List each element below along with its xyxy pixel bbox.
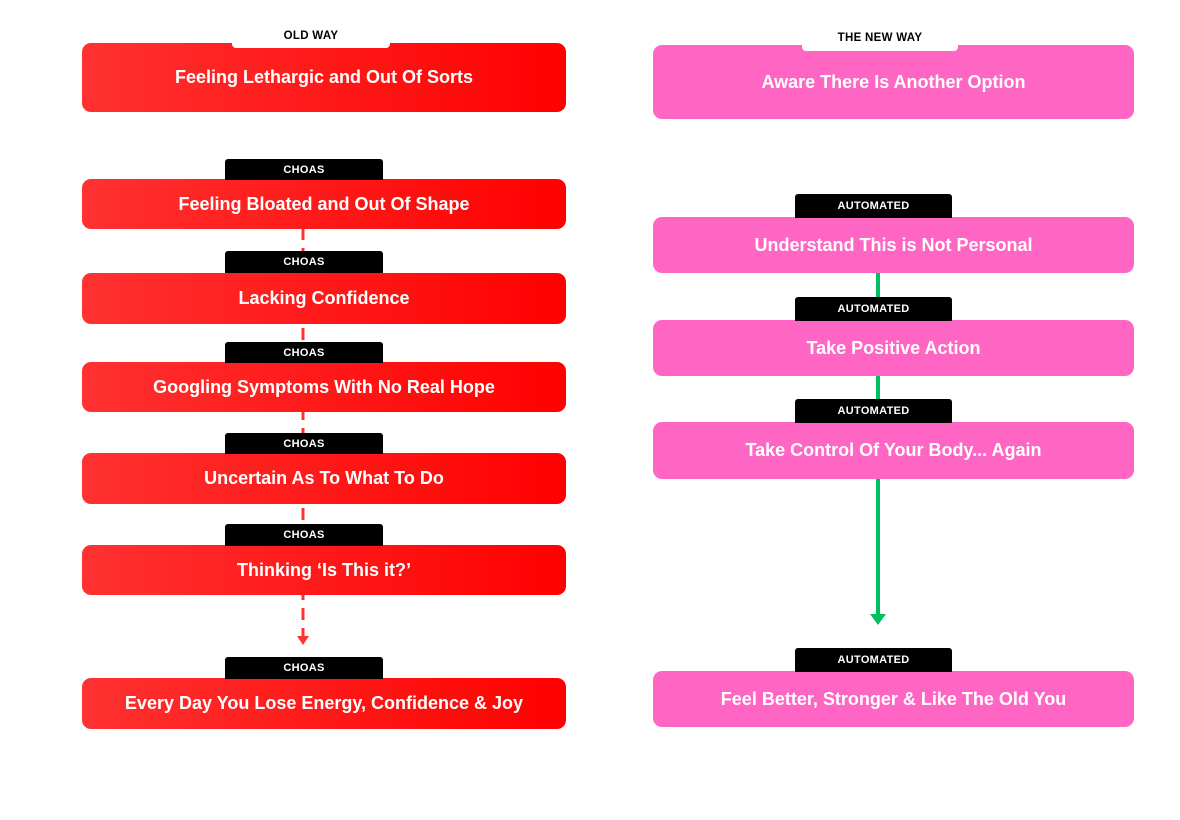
new-way-step-1: Understand This is Not Personal <box>653 217 1134 273</box>
old-way-step-4-tag: CHOAS <box>225 433 383 454</box>
old-way-outcome: Every Day You Lose Energy, Confidence & … <box>82 678 566 729</box>
old-way-header: OLD WAY <box>232 24 390 48</box>
new-way-header: THE NEW WAY <box>802 24 958 51</box>
new-way-step-3: Take Control Of Your Body... Again <box>653 422 1134 479</box>
old-way-step-5: Thinking ‘Is This it?’ <box>82 545 566 595</box>
old-way-arrow-head <box>297 636 309 645</box>
new-way-arrow-head <box>870 614 886 625</box>
old-way-step-3-tag: CHOAS <box>225 342 383 363</box>
old-way-step-5-tag: CHOAS <box>225 524 383 546</box>
new-way-top-text: Aware There Is Another Option <box>761 71 1026 92</box>
new-way-outcome-tag: AUTOMATED <box>795 648 952 672</box>
new-way-outcome: Feel Better, Stronger & Like The Old You <box>653 671 1134 727</box>
old-way-step-4: Uncertain As To What To Do <box>82 453 566 504</box>
old-way-step-2-tag: CHOAS <box>225 251 383 273</box>
new-way-step-2: Take Positive Action <box>653 320 1134 376</box>
new-way-step-1-tag: AUTOMATED <box>795 194 952 218</box>
old-way-step-1-tag: CHOAS <box>225 159 383 180</box>
old-way-top-text: Feeling Lethargic and Out Of Sorts <box>174 67 474 87</box>
old-way-top-box: Feeling Lethargic and Out Of Sorts <box>82 43 566 112</box>
new-way-step-3-tag: AUTOMATED <box>795 399 952 423</box>
new-way-top-box: Aware There Is Another Option <box>653 45 1134 119</box>
old-way-outcome-tag: CHOAS <box>225 657 383 679</box>
old-way-step-3: Googling Symptoms With No Real Hope <box>82 362 566 412</box>
old-way-step-2: Lacking Confidence <box>82 273 566 324</box>
old-way-step-1: Feeling Bloated and Out Of Shape <box>82 179 566 229</box>
new-way-step-2-tag: AUTOMATED <box>795 297 952 321</box>
